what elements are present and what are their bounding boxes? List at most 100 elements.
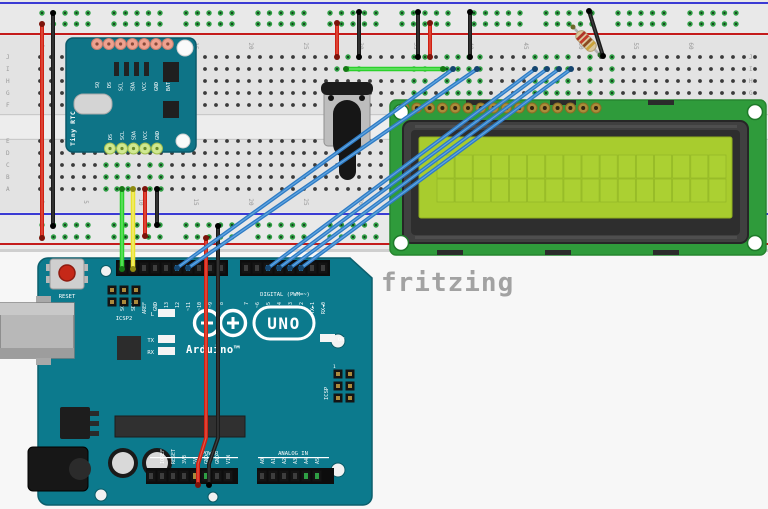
row-letter: J [6,54,10,61]
hole-center [495,22,499,26]
rtc-bottom-pin-label: VCC [143,131,149,140]
hole-center [700,22,703,26]
atmega-chip [114,415,246,438]
breadboard-hole [181,175,185,179]
lcd-char-cell [581,178,600,203]
breadboard-hole [181,187,185,191]
wire-black-jumper-4-cap [600,53,606,59]
row-letter: J [749,54,753,61]
lcd-pin-hole [440,106,445,110]
column-number: 5 [82,200,89,204]
wire-blue-1-cap [174,265,180,271]
breadboard-hole [720,67,724,71]
hole-center [651,11,654,15]
hole-center [363,223,366,227]
lcd-pin-hole [568,106,573,110]
digital-pin-label: ~3 [288,302,294,308]
hole-center [556,11,559,15]
hole-center [340,22,343,26]
hole-center [579,11,582,15]
breadboard-hole [258,79,262,83]
breadboard-hole [434,55,438,59]
lcd-char-cell [708,178,727,203]
breadboard-hole [676,55,680,59]
hole-center [219,22,222,26]
led-on-label: ON [338,337,345,343]
hole-center [279,223,283,227]
breadboard-hole [280,55,284,59]
breadboard-hole [269,91,273,95]
hole-center [158,235,162,239]
breadboard-hole [379,139,383,143]
digital-pin-contact [208,265,212,271]
hole-center [662,22,666,26]
power-pin-contact [215,473,219,479]
hole-center [445,67,449,71]
silk-line [150,457,238,459]
wire-blue-6-cap [298,265,304,271]
wire-blue-1 [174,66,456,271]
capacitor-top [112,452,134,474]
hole-center [86,22,90,26]
hole-center [467,91,471,95]
breadboard-hole [302,103,306,107]
hole-center [279,11,283,15]
hole-center [256,22,260,26]
breadboard-hole [82,175,86,179]
breadboard-hole [357,175,361,179]
breadboard-hole [731,79,735,83]
breadboard-hole [742,79,746,83]
breadboard-hole [225,103,229,107]
wire-black-jumper-1-cap [356,9,362,15]
breadboard-hole [577,79,581,83]
hole-center [230,223,234,227]
digital-pin-label: ~9 [208,302,214,308]
hole-center [268,235,271,239]
usb-tab [36,296,51,304]
column-number: 15 [192,198,199,206]
rtc-top-pin-hole [166,42,170,46]
breadboard-hole [368,175,372,179]
lcd-edge-tab [466,100,492,105]
breadboard-hole [225,79,229,83]
wire-blue-6-cap [568,66,574,72]
breadboard-hole [214,103,218,107]
breadboard-hole [313,79,317,83]
breadboard-hole [214,139,218,143]
digital-pin-label: SDA [131,302,137,311]
column-number: 50 [577,42,584,50]
digital-pin-label: ~5 [266,302,272,308]
wire-blue-1-cap [450,66,456,72]
breadboard-hole [302,151,306,155]
analog-pin-label: A4 [304,458,310,464]
hole-center [478,79,482,83]
hole-center [478,55,482,59]
lcd-char-cell [509,154,528,179]
icsp-pin-contact [336,384,340,388]
breadboard-hole [214,187,218,191]
breadboard-hole [247,151,251,155]
digital-pin-label: GND [153,302,159,311]
reset-button-cap [58,264,76,282]
hole-center [63,22,67,26]
wire-black-gnd-2-cap [215,223,221,229]
breadboard-hole [137,163,141,167]
wire-blue-4-cap [544,66,550,72]
column-number: 55 [632,42,639,50]
breadboard-hole [203,139,207,143]
breadboard-hole [170,175,174,179]
hole-center [291,235,294,239]
hole-center [75,22,78,26]
rtc-mount-hole [176,39,194,57]
led-tx [158,335,175,343]
hole-center [518,11,522,15]
hole-center [588,91,592,95]
power-pin-contact [226,473,230,479]
usb-port-top [0,303,74,315]
digital-section-label: DIGITAL (PWM=~) [260,292,310,298]
breadboard-hole [335,187,339,191]
hole-center [196,235,199,239]
breadboard-hole [390,79,394,83]
breadboard-hole [269,55,273,59]
